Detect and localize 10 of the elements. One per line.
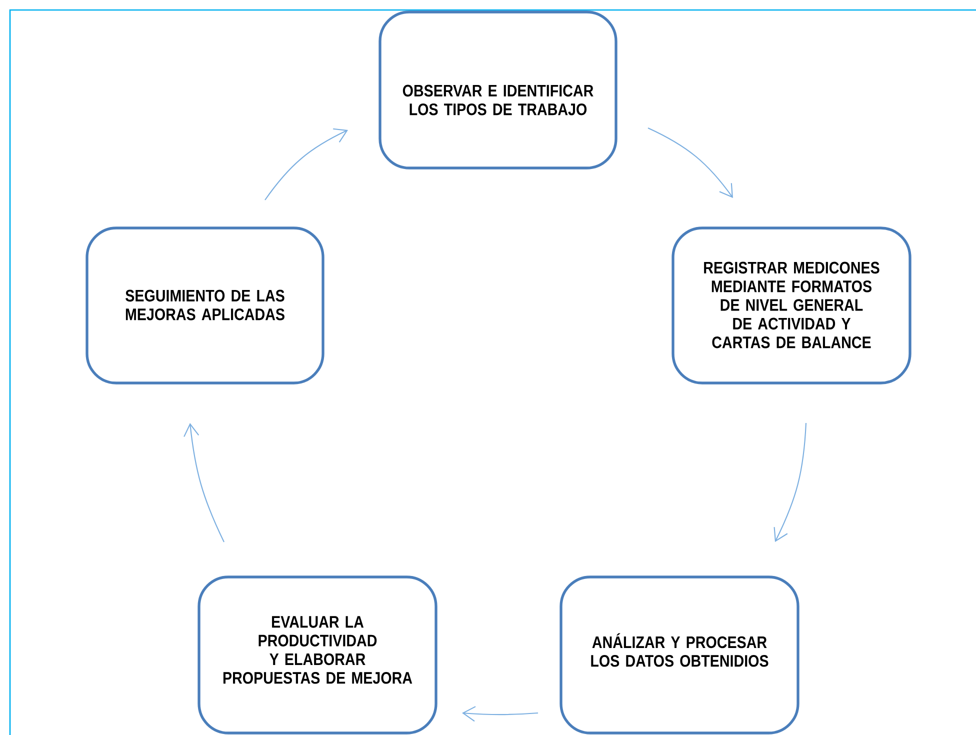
arrow xyxy=(462,706,538,722)
process-box: REGISTRAR MEDICONES MEDIANTE FORMATOS DE NIVEL GENERAL DE ACTIVIDAD Y CARTAS DE BALANCE xyxy=(672,226,912,384)
arrow xyxy=(184,423,224,542)
arrow xyxy=(648,128,733,198)
arrow xyxy=(774,422,807,542)
process-box: ANÁLIZAR Y PROCESAR LOS DATOS OBTENIDIOS xyxy=(560,576,800,734)
process-box: EVALUAR LA PRODUCTIVIDAD Y ELABORAR PROPUESTAS DE MEJORA xyxy=(198,576,438,734)
process-box: SEGUIMIENTO DE LAS MEJORAS APLICADAS xyxy=(86,226,324,384)
process-box: OBSERVAR E IDENTIFICAR LOS TIPOS DE TRABAJO xyxy=(378,10,618,170)
arrow xyxy=(264,128,348,200)
